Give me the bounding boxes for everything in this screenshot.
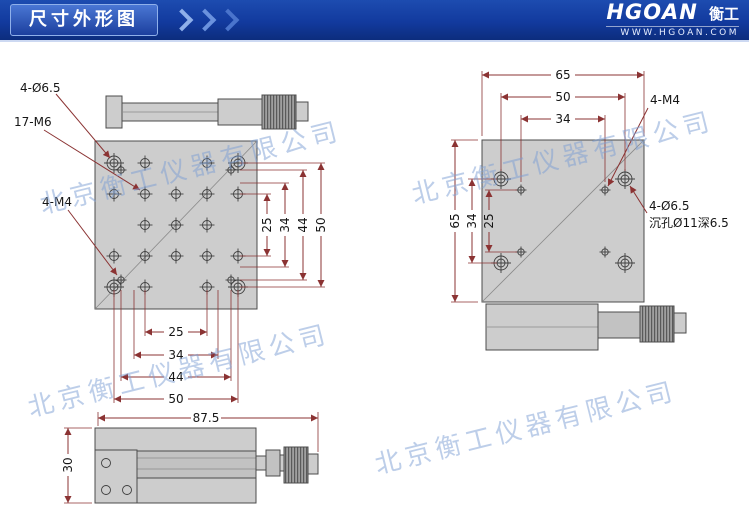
side-view-micrometer [255,446,319,484]
front-view-micrometer [105,94,309,130]
hgoan-logo[interactable]: HGOAN 衡工 WWW.HGOAN.COM [606,0,739,39]
bottom-view: 65 50 34 65 34 25 [448,68,729,351]
logo-website: WWW.HGOAN.COM [606,26,739,39]
bottom-label-counterbore-2: 沉孔Ø11深6.5 [649,216,729,230]
front-dim-v-25: 25 [260,217,274,232]
bottom-view-micrometer [485,303,687,351]
logo-row: HGOAN 衡工 [606,0,739,24]
header-bar: 尺寸外形图 HGOAN 衡工 WWW.HGOAN.COM [0,0,749,42]
micrometer-thimble [639,305,675,343]
front-dim-v-44: 44 [296,217,310,232]
front-view-plate [94,140,258,310]
front-label-m4: 4-M4 [42,195,72,209]
chevron-icon [193,8,217,32]
front-view-dimensions-vertical: 25 34 44 50 [240,162,328,288]
front-label-counterbore: 4-Ø6.5 [20,81,61,95]
side-dim-height: 30 [61,457,75,472]
front-dim-h-34: 34 [168,348,183,362]
bottom-dim-left-34: 34 [465,213,479,228]
technical-drawing-canvas: 25 34 44 50 25 34 44 [14,68,729,504]
front-view-leaders: 4-Ø6.5 17-M6 4-M4 [14,81,141,276]
page-title: 尺寸外形图 [10,4,158,36]
bottom-dim-top-34: 34 [555,112,570,126]
front-dim-v-50: 50 [314,217,328,232]
bottom-dim-top-65: 65 [555,68,570,82]
bottom-dim-top-50: 50 [555,90,570,104]
bottom-label-counterbore-1: 4-Ø6.5 [649,199,690,213]
bottom-dim-left-65: 65 [448,213,462,228]
page-title-text: 尺寸外形图 [29,9,139,31]
side-view-body [94,427,257,504]
logo-brand-cn: 衡工 [708,5,739,23]
front-view: 25 34 44 50 25 34 44 [14,81,328,406]
side-view-dimensions: 87.5 30 [61,411,319,504]
micrometer-thimble [283,446,309,484]
bottom-label-m4: 4-M4 [650,93,680,107]
bottom-view-plate [481,139,645,303]
bottom-dim-left-25: 25 [482,213,496,228]
chevrons-decoration [170,8,243,32]
chevron-icon [216,8,240,32]
side-dim-width: 87.5 [193,411,220,425]
front-dim-h-50: 50 [168,392,183,406]
bottom-view-dimensions-top: 65 50 34 [481,68,645,182]
front-label-m6: 17-M6 [14,115,52,129]
side-view: 87.5 30 [61,411,319,504]
front-dim-h-25: 25 [168,325,183,339]
chevron-icon [170,8,194,32]
bottom-view-dimensions-left: 65 34 25 [448,139,517,303]
front-dim-h-44: 44 [168,370,183,384]
front-dim-v-34: 34 [278,217,292,232]
micrometer-thimble [261,94,297,130]
logo-brand-text: HGOAN [606,0,698,24]
front-view-dimensions-horizontal: 25 34 44 50 [113,290,239,406]
bottom-view-leaders: 4-M4 4-Ø6.5 沉孔Ø11深6.5 [607,93,729,230]
